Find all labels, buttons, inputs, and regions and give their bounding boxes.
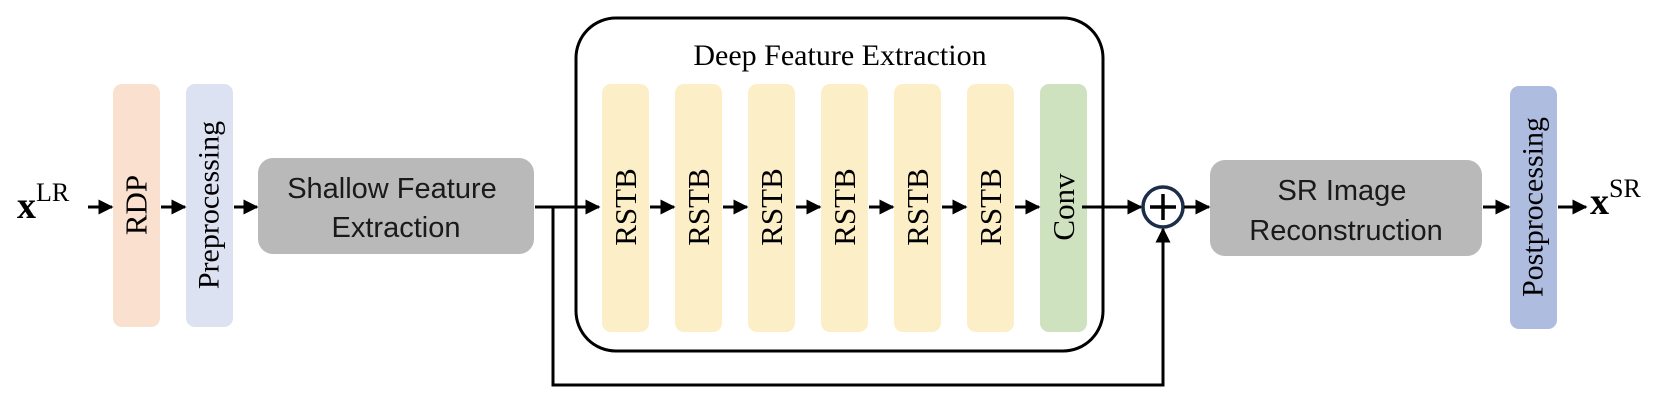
postprocessing-label: Postprocessing xyxy=(1517,117,1550,297)
sr-image-reconstruction-label: SR Image Reconstruction xyxy=(1249,175,1442,247)
sr-image-reconstruction-block xyxy=(1210,160,1482,256)
rdp-label: RDP xyxy=(119,175,154,235)
deep-feature-extraction-container xyxy=(574,16,1105,353)
rstb-block-4 xyxy=(821,84,868,332)
rstb-block-1 xyxy=(602,84,649,332)
input-superscript: LR xyxy=(36,178,70,207)
shallow-feature-extraction-label: Shallow Feature Extraction xyxy=(287,173,505,244)
rstb-block-6 xyxy=(967,84,1014,332)
rstb-block-3-label: RSTB xyxy=(754,168,789,246)
rstb-block-5-label: RSTB xyxy=(900,168,935,246)
shallow-feature-extraction-block xyxy=(258,158,534,254)
arrows xyxy=(88,199,1588,387)
conv-block xyxy=(1040,84,1087,332)
recon-line-1: SR Image xyxy=(1277,175,1406,207)
preprocessing-block xyxy=(186,84,233,327)
recon-line-2: Reconstruction xyxy=(1249,215,1442,247)
rstb-block-2-label: RSTB xyxy=(681,168,716,246)
output-symbol: x xyxy=(1590,181,1609,223)
output-label: xSR xyxy=(1590,174,1641,223)
rstb-block-2 xyxy=(675,84,722,332)
preprocessing-label: Preprocessing xyxy=(193,121,226,289)
rdp-block xyxy=(113,84,160,327)
rstb-block-1-label: RSTB xyxy=(608,168,643,246)
shallow-line-2: Extraction xyxy=(332,212,461,244)
rstb-block-5 xyxy=(894,84,941,332)
deep-blocks-group: RSTB RSTB RSTB RSTB RSTB RSTB Conv xyxy=(602,84,1087,332)
rstb-block-6-label: RSTB xyxy=(973,168,1008,246)
skip-connection xyxy=(551,207,1171,387)
deep-feature-extraction-title: Deep Feature Extraction xyxy=(693,39,986,72)
postprocessing-block xyxy=(1510,86,1557,329)
output-superscript: SR xyxy=(1609,174,1641,203)
conv-block-label: Conv xyxy=(1046,173,1081,241)
rstb-block-4-label: RSTB xyxy=(827,168,862,246)
rstb-block-3 xyxy=(748,84,795,332)
input-symbol: x xyxy=(17,185,36,227)
shallow-line-1: Shallow Feature xyxy=(287,173,497,205)
input-label: xLR xyxy=(17,178,70,227)
